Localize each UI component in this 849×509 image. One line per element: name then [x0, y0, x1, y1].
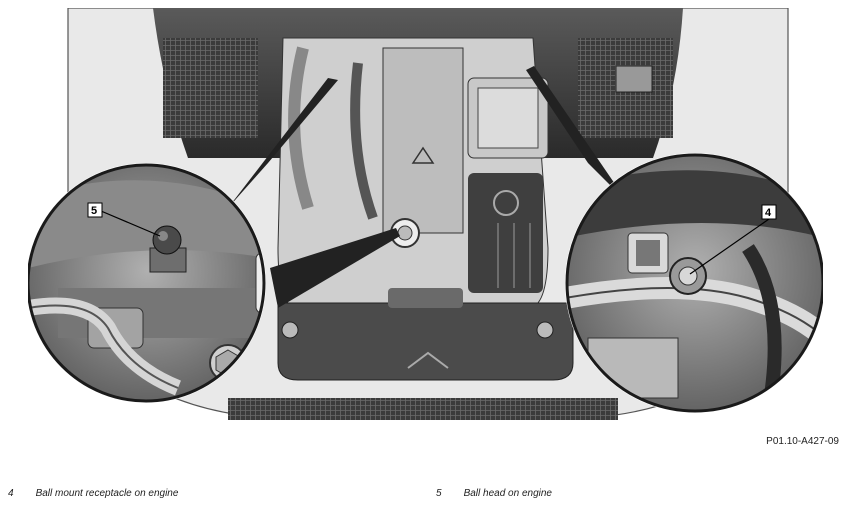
legend-text: Ball head on engine	[463, 488, 552, 499]
engine-bay-illustration: 5 4	[26, 7, 825, 428]
figure-code: P01.10-A427-09	[766, 436, 839, 447]
callout-4-label: 4	[765, 207, 772, 219]
legend-number: 4	[8, 488, 14, 499]
legend-text: Ball mount receptacle on engine	[35, 488, 179, 499]
legend-item-5: 5 Ball head on engine	[436, 488, 552, 499]
legend-number: 5	[436, 488, 442, 499]
callout-5-label: 5	[91, 205, 97, 217]
legend-item-4: 4 Ball mount receptacle on engine	[8, 488, 178, 499]
